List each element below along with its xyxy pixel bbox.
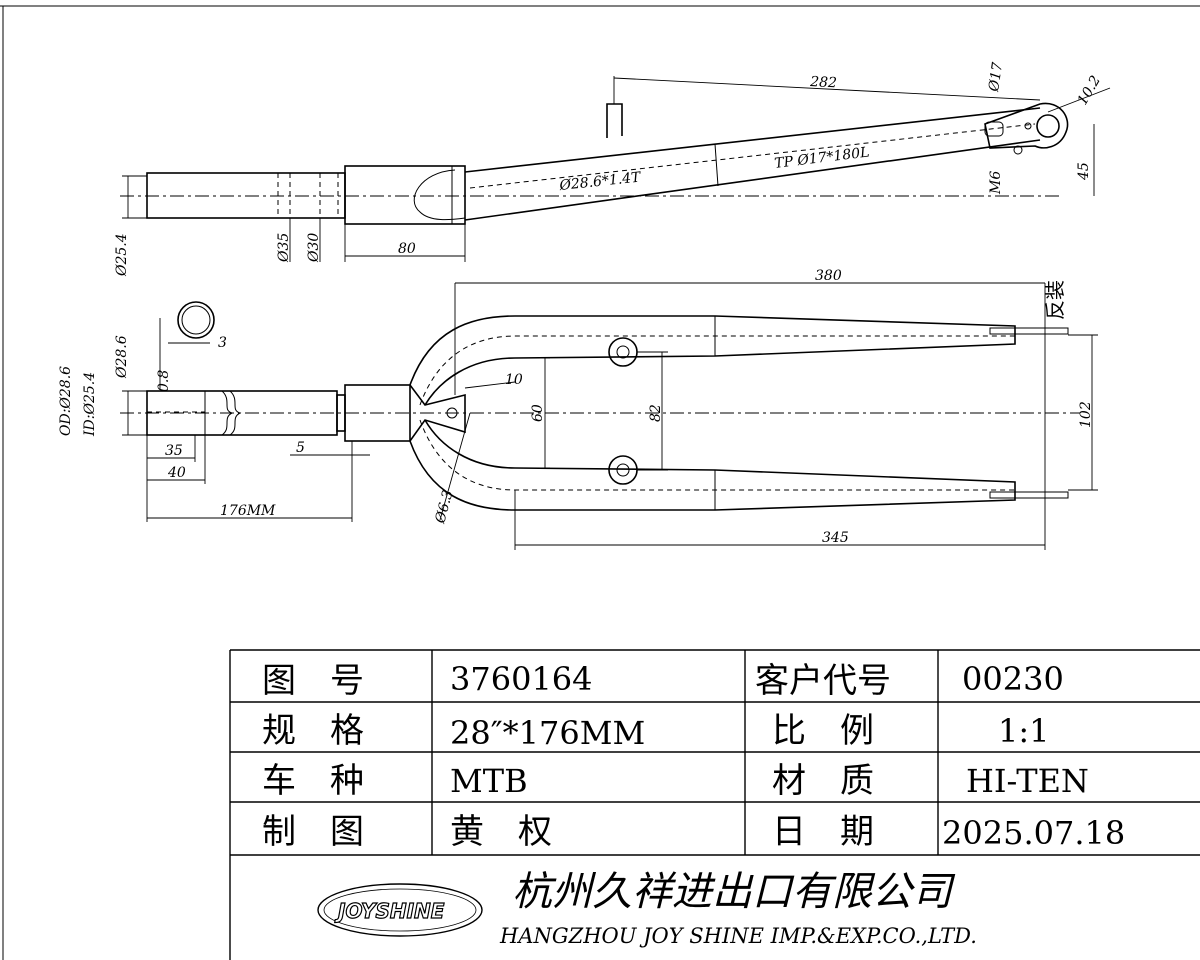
label-bike-type: 车 种: [262, 761, 364, 801]
dim-380: 380: [815, 268, 842, 284]
dim-10: 10: [505, 372, 523, 388]
dim-45: 45: [1076, 162, 1092, 181]
dim-3: 3: [218, 335, 227, 351]
label-drafter: 制 图: [262, 812, 364, 852]
dim-82: 82: [648, 404, 664, 422]
note-id: ID:Ø25.4: [82, 372, 98, 437]
title-block: 图 号 3760164 客户代号 00230 规 格 28″*176MM 比 例…: [229, 649, 1200, 960]
dim-m6: M6: [988, 171, 1004, 195]
side-dropout: [984, 102, 1069, 149]
side-view: 282 Ø17 10.2 45 M6 Ø28.6*1.4T TP Ø17*180…: [114, 61, 1111, 277]
dim-0-8: 0.8: [156, 370, 172, 392]
label-drawing-no: 图 号: [262, 661, 364, 701]
dim-102: 102: [1078, 401, 1094, 428]
value-scale: 1:1: [998, 712, 1050, 750]
dim-10-2: 10.2: [1075, 73, 1104, 108]
dim-dia-25-4: Ø25.4: [114, 233, 130, 277]
tube-section: [177, 301, 215, 339]
side-blade-bottom: [464, 139, 1041, 221]
note-reverse: 反装: [1043, 280, 1067, 320]
logo-text: JOYSHINE: [334, 899, 445, 923]
dim-tube-spec: Ø28.6*1.4T: [558, 169, 643, 194]
company-name-cn: 杭州久祥进出口有限公司: [512, 869, 956, 915]
label-material: 材 质: [772, 761, 874, 801]
brake-mount-upper: [608, 337, 638, 367]
brake-mount-lower: [608, 455, 638, 485]
dim-dia-6-3: Ø6.3: [432, 488, 456, 526]
dim-282: 282: [809, 74, 838, 91]
value-material: HI-TEN: [966, 762, 1089, 800]
side-crown: [344, 165, 466, 225]
label-scale: 比 例: [772, 711, 874, 751]
value-spec: 28″*176MM: [450, 714, 645, 752]
dim-dia-30: Ø30: [306, 233, 322, 263]
value-bike-type: MTB: [450, 762, 528, 800]
side-axle-slot: [1036, 114, 1060, 138]
front-view: 380 反装 10 60 82 102 345 Ø6.3 Ø28.6 OD:Ø2…: [58, 268, 1098, 550]
dim-dia-17: Ø17: [986, 61, 1006, 93]
company-name-en: HANGZHOU JOY SHINE IMP.&EXP.CO.,LTD.: [499, 924, 977, 948]
dim-dia-28-6: Ø28.6: [114, 335, 130, 379]
label-date: 日 期: [772, 812, 874, 852]
front-leg-lower: [409, 419, 1016, 511]
value-date: 2025.07.18: [942, 814, 1125, 852]
dim-176: 176MM: [220, 503, 276, 519]
value-drawing-no: 3760164: [450, 660, 593, 698]
value-customer-code: 00230: [962, 660, 1064, 698]
front-leg-upper: [409, 315, 1016, 406]
dim-35: 35: [165, 443, 183, 459]
dim-5: 5: [296, 440, 305, 456]
note-od: OD:Ø28.6: [58, 366, 74, 436]
front-crown: [344, 384, 411, 442]
dim-80: 80: [398, 241, 416, 257]
label-customer-code: 客户代号: [755, 661, 891, 701]
value-drafter: 黄 权: [450, 812, 552, 852]
side-brake-boss: [606, 103, 623, 138]
dim-60: 60: [530, 404, 546, 422]
label-spec: 规 格: [262, 711, 364, 751]
dim-dia-35: Ø35: [276, 233, 292, 263]
joyshine-logo: JOYSHINE: [317, 883, 483, 937]
dim-40: 40: [167, 465, 186, 481]
dim-345: 345: [822, 530, 849, 546]
side-blade-top: [464, 107, 1041, 173]
